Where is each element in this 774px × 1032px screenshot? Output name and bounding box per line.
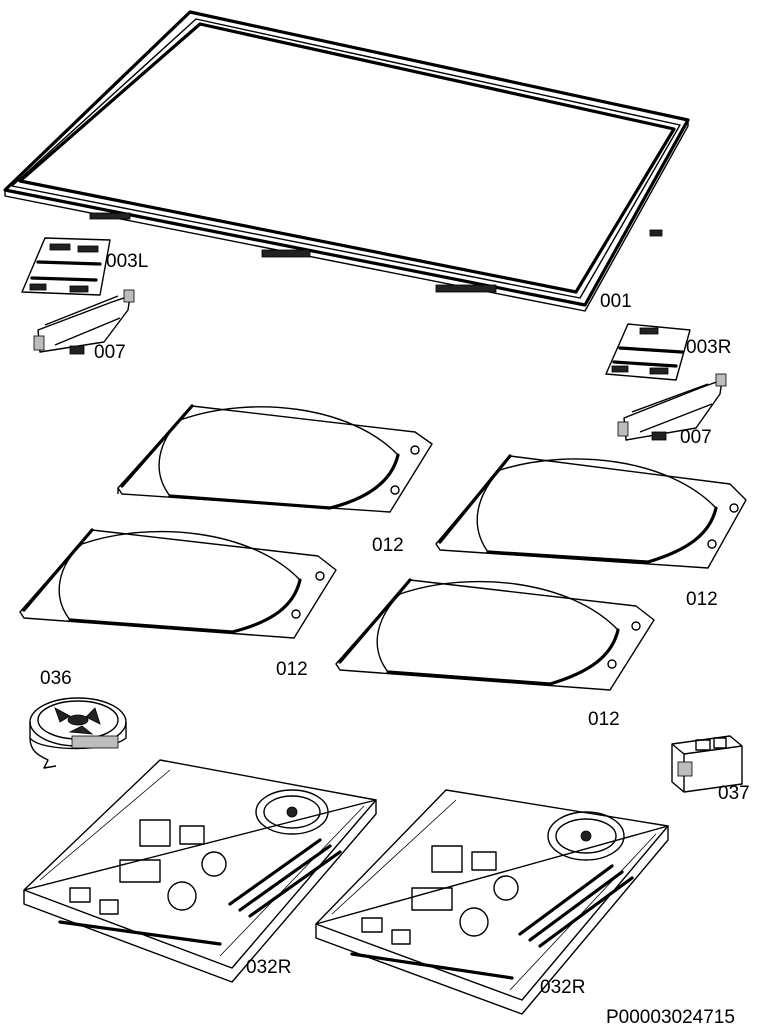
label-filter-037: 037 [718,783,750,804]
label-support-007-right: 007 [680,427,712,448]
label-power-board-right: 032R [540,977,586,998]
label-coil-bottom-left: 012 [276,659,308,680]
label-support-007-left: 007 [94,342,126,363]
bracket-003r-part [605,323,691,381]
power-board-right-part [315,789,669,1015]
induction-coil-top-left-part [117,404,433,513]
filter-block-part [671,735,743,793]
support-007-left-part [33,289,135,355]
induction-coil-top-right-part [435,454,747,569]
label-coil-bottom-right: 012 [588,709,620,730]
label-coil-top-left: 012 [372,535,404,556]
label-coil-top-right: 012 [686,589,718,610]
glass-frame-part [3,10,690,312]
label-frame-001: 001 [600,291,632,312]
label-bracket-003r: 003R [686,337,732,358]
label-power-board-left: 032R [246,957,292,978]
document-id: P00003024715 [606,1007,735,1028]
label-fan-036: 036 [40,668,72,689]
power-board-left-part [23,759,377,983]
fan-part [29,697,127,769]
label-bracket-003l: 003L [106,251,149,272]
bracket-003l-part [21,237,111,296]
induction-coil-bottom-left-part [19,528,337,639]
support-007-right-part [617,373,727,441]
induction-coil-bottom-right-part [335,578,655,691]
